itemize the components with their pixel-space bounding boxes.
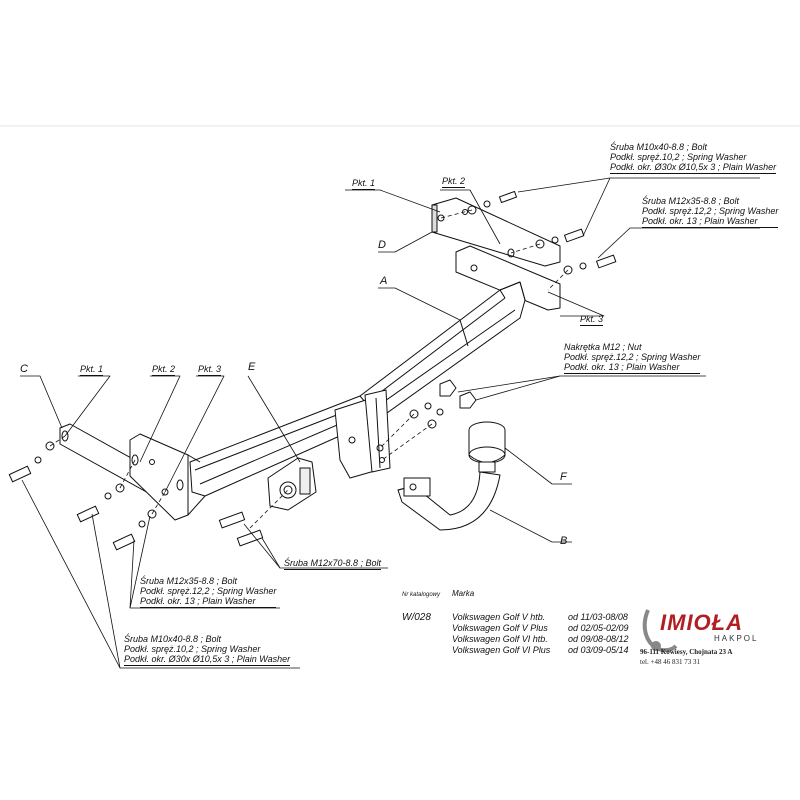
catalog-date: od 02/05-02/09 (568, 623, 629, 633)
fasteners-left (8, 441, 157, 551)
brand-address: 96-111 Kowiesy, Chojnata 23 A (640, 648, 733, 656)
bracket-C-left (59, 423, 206, 521)
callout-line: Podkł. okr. 13 ; Plain Washer (564, 362, 701, 374)
catalog-date: od 03/09-05/14 (568, 645, 629, 655)
callout-line: Podkł. spręż.12,2 ; Spring Washer (140, 586, 277, 596)
label-pkt2-top: Pkt. 2 (442, 176, 466, 188)
callout-line: Podkł. okr. 13 ; Plain Washer (642, 216, 779, 228)
label-F: F (560, 471, 567, 483)
label-pkt3-left: Pkt. 3 (198, 364, 222, 376)
catalog-model: Volkswagen Golf V htb. (452, 612, 546, 622)
callout-line: Podkł. okr. Ø30x Ø10,5x 3 ; Plain Washer (610, 162, 777, 174)
leader-lines (20, 177, 760, 669)
callout-left-m10: Śruba M10x40-8.8 ; Bolt Podkł. spręż.10,… (124, 634, 291, 666)
brand-sub: HAKPOL (714, 634, 759, 643)
callout-line: Podkł. spręż.12,2 ; Spring Washer (642, 206, 779, 216)
bracket-D-right (431, 197, 561, 311)
callout-line: Podkł. spręż.10,2 ; Spring Washer (610, 152, 747, 162)
catalog-model: Volkswagen Golf VI Plus (452, 645, 551, 655)
label-D: D (378, 239, 386, 251)
label-pkt3-right: Pkt. 3 (580, 314, 604, 326)
catalog-date: od 11/03-08/08 (568, 612, 628, 622)
callout-line: Podkł. okr. 13 ; Plain Washer (140, 596, 277, 608)
callout-line: Podkł. spręż.10,2 ; Spring Washer (124, 644, 261, 654)
label-pkt1-left: Pkt. 1 (80, 364, 104, 376)
catalog-header-brand: Marka (452, 589, 475, 598)
label-pkt2-left: Pkt. 2 (152, 364, 176, 376)
callout-line: Śruba M10x40-8.8 ; Bolt (124, 634, 222, 644)
callout-left-m12: Śruba M12x35-8.8 ; Bolt Podkł. spręż.12,… (140, 576, 277, 608)
label-pkt1-top: Pkt. 1 (352, 178, 376, 190)
catalog-dates: od 11/03-08/08 od 02/05-02/09 od 09/08-0… (568, 612, 629, 656)
callout-mid-bolt: Śruba M12x35-8.8 ; Bolt Podkł. spręż.12,… (642, 196, 779, 228)
neck-B (397, 471, 501, 531)
bolts-m12x70 (218, 511, 264, 547)
towball-F (468, 421, 506, 473)
assembly-dashes (49, 209, 569, 529)
callout-line: Śruba M12x35-8.8 ; Bolt (642, 196, 740, 206)
callout-top-bolt: Śruba M10x40-8.8 ; Bolt Podkł. spręż.10,… (610, 142, 777, 174)
label-A: A (380, 275, 388, 287)
callout-bolt-m12x70: Śruba M12x70-8.8 ; Bolt (284, 558, 382, 570)
brand-name: IMIOŁA (660, 610, 743, 635)
catalog-models: Volkswagen Golf V htb. Volkswagen Golf V… (452, 612, 550, 656)
label-E: E (248, 361, 256, 373)
brand-logo-icon (642, 609, 678, 653)
label-C: C (20, 363, 28, 375)
catalog-header-number: Nr katalogowy (402, 592, 441, 598)
center-brackets (334, 389, 391, 479)
fasteners-top-right (467, 190, 617, 275)
catalog-model: Volkswagen Golf V Plus (452, 623, 548, 633)
callout-line: Podkł. okr. Ø30x Ø10,5x 3 ; Plain Washer (124, 654, 291, 666)
label-B: B (560, 535, 568, 547)
callout-line: Nakrętka M12 ; Nut (564, 342, 642, 352)
callout-nut: Nakrętka M12 ; Nut Podkł. spręż.12,2 ; S… (564, 342, 701, 374)
brand-phone: tel. +48 46 831 73 31 (640, 658, 700, 666)
fasteners-nut (409, 379, 477, 429)
callout-line: Podkł. spręż.12,2 ; Spring Washer (564, 352, 701, 362)
catalog-date: od 09/08-08/12 (568, 634, 629, 644)
catalog-model: Volkswagen Golf VI htb. (452, 634, 548, 644)
catalog-number: W/028 (402, 612, 431, 623)
socket-plate-E (267, 457, 317, 511)
callout-line: Śruba M10x40-8.8 ; Bolt (610, 142, 708, 152)
callout-line: Śruba M12x35-8.8 ; Bolt (140, 576, 238, 586)
